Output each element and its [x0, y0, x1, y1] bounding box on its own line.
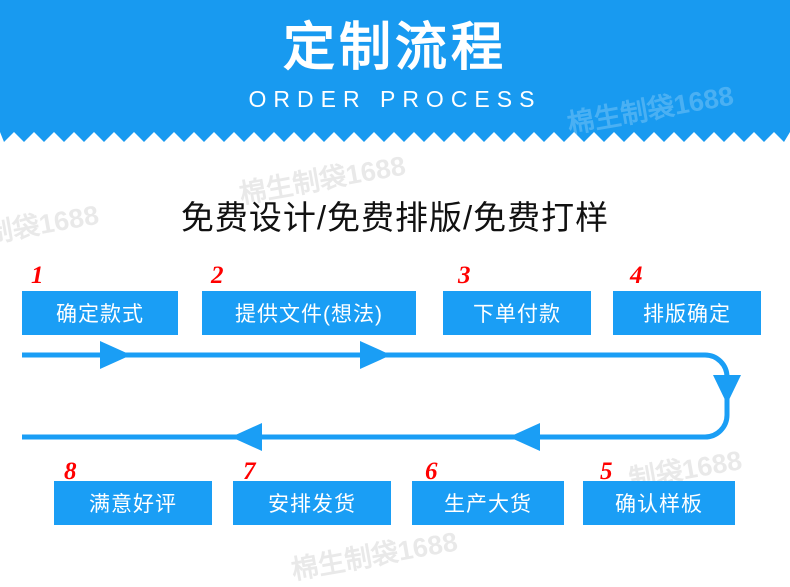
- slogan-text: 免费设计/免费排版/免费打样: [180, 199, 610, 236]
- step-box-4[interactable]: 排版确定: [613, 291, 761, 335]
- watermark: 棉生制袋1688: [289, 526, 460, 586]
- step-number-6: 6: [425, 458, 438, 485]
- step-number-4: 4: [630, 262, 643, 289]
- step-number-8: 8: [64, 458, 77, 485]
- step-box-5[interactable]: 确认样板: [583, 481, 735, 525]
- step-number-2: 2: [211, 262, 224, 289]
- step-box-8[interactable]: 满意好评: [54, 481, 212, 525]
- step-box-6[interactable]: 生产大货: [412, 481, 564, 525]
- page-subtitle: ORDER PROCESS: [248, 86, 542, 112]
- step-box-2[interactable]: 提供文件(想法): [202, 291, 416, 335]
- step-number-1: 1: [31, 262, 44, 289]
- step-number-5: 5: [600, 458, 613, 485]
- step-box-7[interactable]: 安排发货: [233, 481, 391, 525]
- header-banner: 定制流程 ORDER PROCESS: [0, 0, 790, 132]
- step-number-3: 3: [458, 262, 471, 289]
- step-box-1[interactable]: 确定款式: [22, 291, 178, 335]
- step-box-3[interactable]: 下单付款: [443, 291, 591, 335]
- page-title: 定制流程: [282, 19, 507, 77]
- step-number-7: 7: [243, 458, 256, 485]
- zigzag-divider: [0, 126, 790, 142]
